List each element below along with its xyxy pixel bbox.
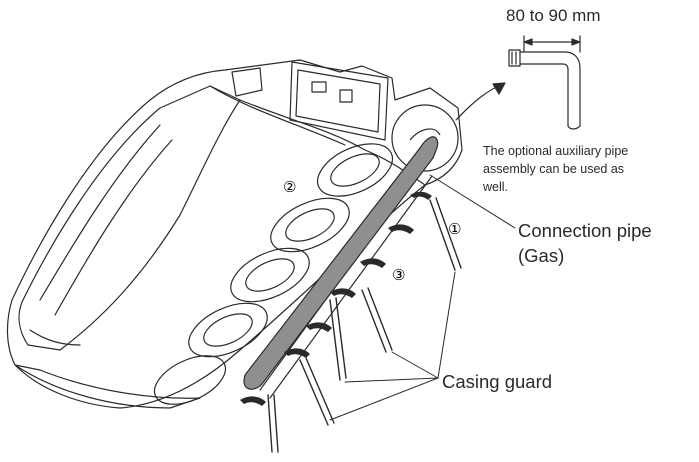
unit-body-outline — [6, 59, 463, 409]
marker-one: ① — [448, 221, 461, 238]
rotation-arrows — [240, 191, 432, 406]
connection-pipe-leader — [429, 174, 516, 229]
dimension-label: 80 to 90 mm — [506, 6, 601, 25]
auxiliary-pipe-note: The optional auxiliary pipe assembly can… — [483, 142, 697, 196]
detail-circle — [391, 104, 459, 172]
control-box — [289, 61, 389, 141]
marker-three: ③ — [392, 267, 405, 284]
casing-guard-bars — [267, 197, 462, 453]
marker-two: ② — [283, 179, 296, 196]
gas-connection-pipe — [243, 136, 439, 390]
casing-guard-label: Casing guard — [442, 371, 553, 392]
fan-housings — [153, 143, 394, 405]
connection-pipe-line-2: (Gas) — [518, 245, 565, 266]
note-line-2: assembly can be used as — [483, 162, 625, 176]
note-line-1: The optional auxiliary pipe — [483, 144, 629, 158]
bottom-lip — [14, 364, 201, 409]
connection-pipe-label: Connection pipe (Gas) — [518, 218, 652, 268]
casing-guard-leaders — [329, 271, 456, 421]
note-line-3: well. — [483, 180, 509, 194]
connection-pipe-line-1: Connection pipe — [518, 220, 652, 241]
front-panel — [18, 85, 241, 351]
auxiliary-pipe-detail — [508, 35, 581, 130]
